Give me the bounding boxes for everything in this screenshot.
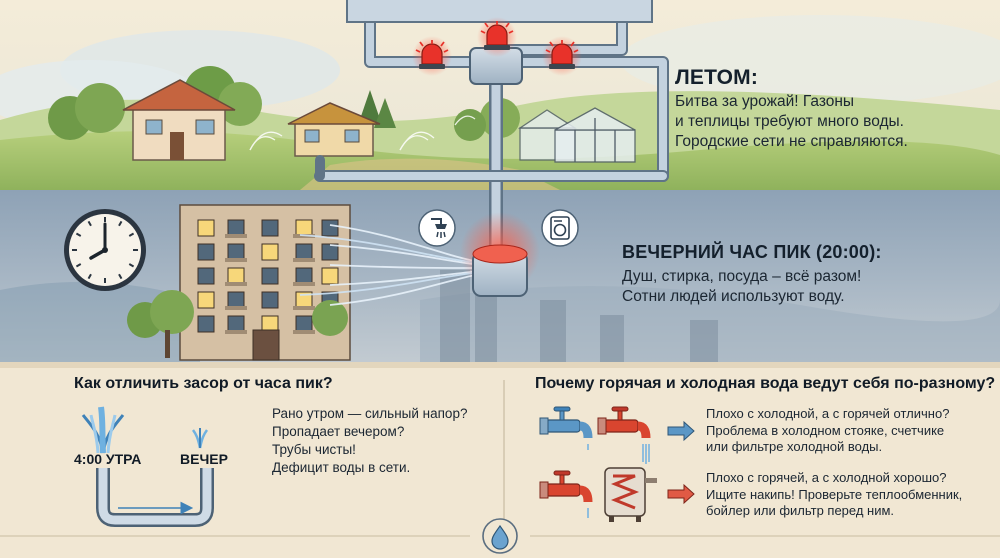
case-line: или фильтре холодной воды.: [706, 439, 883, 454]
balcony: [225, 330, 247, 334]
balcony: [293, 306, 315, 310]
building-window: [321, 267, 339, 285]
building-window: [227, 219, 245, 237]
summer-text: Битва за урожай! Газоны и теплицы требую…: [675, 92, 908, 152]
weak-jet-icon: [191, 428, 209, 449]
case-cold-text: Плохо с холодной, а с горячей отлично? П…: [706, 406, 949, 456]
evening-line: Сотни людей используют воду.: [622, 288, 845, 305]
balcony: [225, 258, 247, 262]
left-section-text: Рано утром — сильный напор? Пропадает ве…: [272, 405, 467, 477]
building-window: [227, 315, 245, 333]
building-window: [227, 243, 245, 261]
right-section-title: Почему горячая и холодная вода ведут себ…: [535, 375, 996, 392]
left-section-title: Как отличить засор от часа пик?: [74, 375, 333, 392]
morning-label: 4:00 УТРА: [74, 451, 142, 467]
left-line: Дефицит воды в сети.: [272, 460, 411, 475]
lower-tank: [460, 212, 540, 297]
left-line: Трубы чисты!: [272, 442, 356, 457]
balcony: [293, 330, 315, 334]
balcony: [225, 306, 247, 310]
building-window: [261, 243, 279, 261]
summer-title: ЛЕТОМ:: [675, 66, 759, 89]
building-window: [295, 219, 313, 237]
hot-tap-icon: [597, 406, 651, 464]
case-line: Ищите накипь! Проверьте теплообменник,: [706, 486, 963, 502]
case-line: Плохо с холодной, а с горячей отлично?: [706, 406, 950, 421]
balcony: [293, 282, 315, 286]
water-network-scene: [0, 0, 1000, 368]
summer-line: Битва за урожай! Газоны: [675, 93, 855, 110]
wall-clock-icon: [64, 209, 146, 291]
city-silhouette: [440, 270, 718, 368]
trees-bottom: [127, 290, 348, 358]
arrow-right-icon: [667, 420, 695, 442]
balcony: [225, 282, 247, 286]
arrow-right-icon: [667, 483, 695, 505]
alarm-siren-icon: [542, 36, 582, 76]
case-line: бойлер или фильтр перед ним.: [706, 503, 895, 518]
cold-tap-icon: [539, 406, 593, 450]
house-small: [287, 102, 381, 157]
apartment-building: [179, 204, 351, 361]
trees-top: [48, 66, 520, 141]
building-window: [197, 243, 215, 261]
balcony: [293, 258, 315, 262]
hot-tap-icon: [539, 470, 593, 518]
alarm-siren-icon: [477, 17, 517, 57]
building-window: [197, 219, 215, 237]
sprinklers: [249, 115, 476, 151]
greenhouses: [517, 107, 636, 163]
balcony: [225, 234, 247, 238]
building-window: [197, 315, 215, 333]
summer-line: Городские сети не справляются.: [675, 133, 908, 150]
bottom-panel-graphics: [0, 380, 1000, 554]
building-window: [261, 219, 279, 237]
case-line: Проблема в холодном стояке, счетчике: [706, 422, 945, 438]
washing-machine-icon: [541, 209, 579, 247]
shower-icon: [418, 209, 456, 247]
water-drop-icon: [482, 518, 518, 554]
left-line: Пропадает вечером?: [272, 424, 405, 439]
left-line: Рано утром — сильный напор?: [272, 406, 468, 421]
water-heater-icon: [604, 467, 657, 522]
building-window: [197, 291, 215, 309]
building-window: [321, 243, 339, 261]
building-window: [295, 243, 313, 261]
case-line: Плохо с горячей, а с холодной хорошо?: [706, 470, 947, 485]
evening-text: Душ, стирка, посуда – всё разом! Сотни л…: [622, 267, 861, 307]
building-window: [227, 267, 245, 285]
building-window: [295, 267, 313, 285]
strong-jet-icon: [81, 406, 125, 454]
evening-label: ВЕЧЕР: [180, 451, 228, 467]
case-hot-text: Плохо с горячей, а с холодной хорошо? Ищ…: [706, 470, 962, 520]
building-window: [261, 267, 279, 285]
u-pipe-diagram: [96, 468, 214, 527]
alarm-siren-icon: [412, 36, 452, 76]
evening-title: ВЕЧЕРНИЙ ЧАС ПИК (20:00):: [622, 242, 882, 262]
building-window: [197, 267, 215, 285]
building-window: [321, 219, 339, 237]
alarm-sirens: [412, 17, 582, 76]
building-window: [295, 315, 313, 333]
building-window: [227, 291, 245, 309]
summer-line: и теплицы требуют много воды.: [675, 113, 904, 130]
house-large: [122, 79, 236, 161]
evening-line: Душ, стирка, посуда – всё разом!: [622, 268, 862, 285]
building-window: [261, 291, 279, 309]
